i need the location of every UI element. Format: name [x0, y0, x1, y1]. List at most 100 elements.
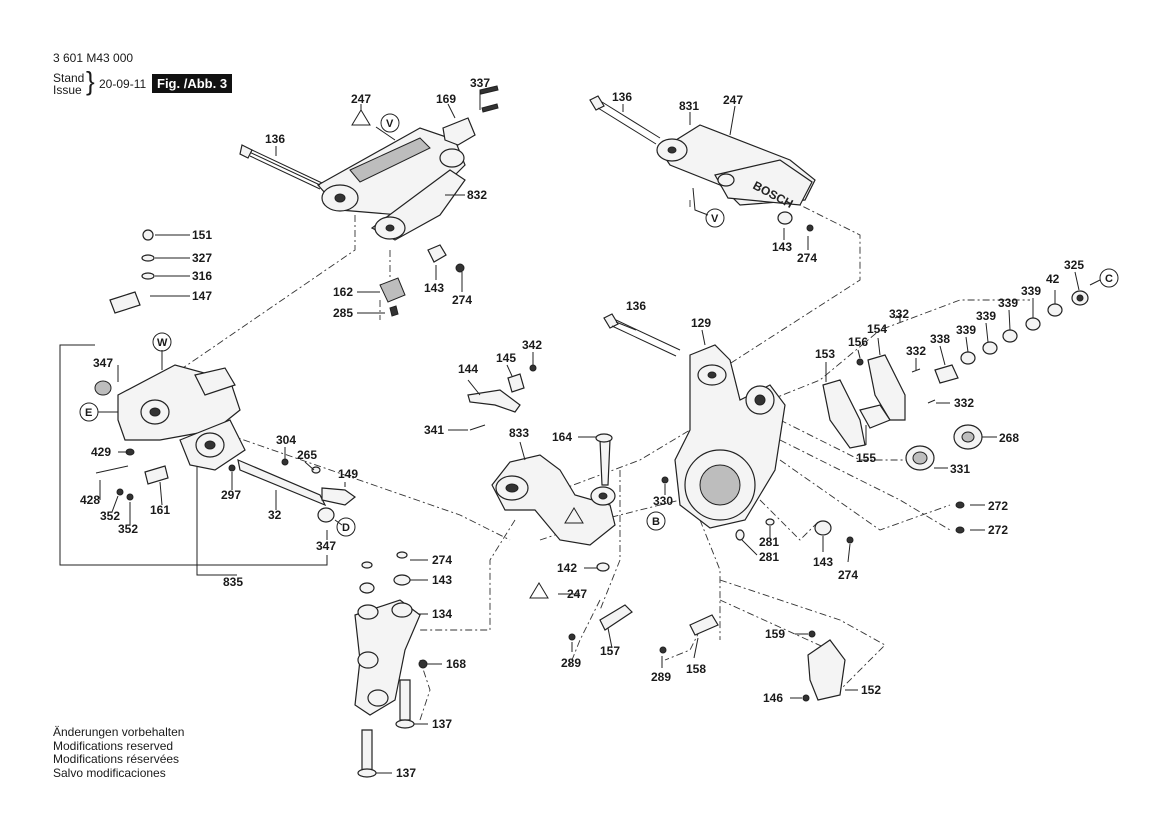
- callout-347-a: 347: [93, 356, 113, 370]
- callout-285: 285: [333, 306, 353, 320]
- callout-147: 147: [192, 289, 212, 303]
- callout-159: 159: [765, 627, 785, 641]
- note-french: Modifications réservées: [53, 752, 180, 766]
- callout-32: 32: [268, 508, 282, 522]
- modification-notes: Änderungen vorbehalten Modifications res…: [53, 725, 185, 780]
- callout-e: E: [85, 407, 92, 419]
- callout-146: 146: [763, 691, 783, 705]
- lower-small-parts: [568, 604, 846, 702]
- note-spanish: Salvo modificaciones: [53, 765, 166, 780]
- callout-v-b: V: [711, 213, 719, 225]
- callout-338: 338: [930, 332, 950, 346]
- callout-832: 832: [467, 188, 487, 202]
- callout-831: 831: [679, 99, 699, 113]
- middle-arm-833: [467, 364, 616, 572]
- leader-lines: [98, 90, 1101, 774]
- callout-272-b: 272: [988, 523, 1008, 537]
- callout-325: 325: [1064, 258, 1084, 272]
- note-german: Änderungen vorbehalten: [53, 725, 185, 739]
- callout-347-b: 347: [316, 539, 336, 553]
- callout-274-c: 274: [838, 568, 858, 582]
- callout-332-b: 332: [906, 344, 926, 358]
- assembly-lines: [179, 199, 1030, 721]
- callout-316: 316: [192, 269, 212, 283]
- callout-339-b: 339: [976, 309, 996, 323]
- callout-136-b: 136: [612, 90, 632, 104]
- callout-332-c: 332: [954, 396, 974, 410]
- callout-153: 153: [815, 347, 835, 361]
- callout-156: 156: [848, 335, 868, 349]
- circle-markers: [79, 113, 1119, 537]
- callout-134: 134: [432, 607, 452, 621]
- callout-143-a: 143: [424, 281, 444, 295]
- callout-154: 154: [867, 322, 887, 336]
- callout-labels: 247 V 169 337 832 136 151 327 316 147 16…: [80, 76, 1113, 780]
- callout-158: 158: [686, 662, 706, 676]
- callout-289-b: 289: [651, 670, 671, 684]
- callout-b: B: [652, 516, 660, 528]
- callout-274-b: 274: [797, 251, 817, 265]
- callout-341: 341: [424, 423, 444, 437]
- callout-297: 297: [221, 488, 241, 502]
- issue-label: Issue: [53, 83, 82, 97]
- callout-162: 162: [333, 285, 353, 299]
- main-housing-129: [603, 313, 854, 544]
- callout-161: 161: [150, 503, 170, 517]
- callout-272-a: 272: [988, 499, 1008, 513]
- callout-136-c: 136: [626, 299, 646, 313]
- callout-339-d: 339: [1021, 284, 1041, 298]
- callout-835: 835: [223, 575, 243, 589]
- issue-date: 20-09-11: [99, 77, 147, 91]
- callout-281-b: 281: [759, 550, 779, 564]
- callout-149: 149: [338, 467, 358, 481]
- callout-164: 164: [552, 430, 572, 444]
- callout-137-b: 137: [396, 766, 416, 780]
- callout-152: 152: [861, 683, 881, 697]
- lower-arm-134: [354, 551, 428, 778]
- callout-v-a: V: [386, 118, 394, 130]
- callout-143-d: 143: [432, 573, 452, 587]
- upper-right-arm-831: BOSCH: [589, 95, 816, 232]
- callout-142: 142: [557, 561, 577, 575]
- callout-169: 169: [436, 92, 456, 106]
- callout-155: 155: [856, 451, 876, 465]
- callout-352-b: 352: [118, 522, 138, 536]
- callout-339-a: 339: [956, 323, 976, 337]
- callout-247-a: 247: [351, 92, 371, 106]
- callout-129: 129: [691, 316, 711, 330]
- callout-247-b: 247: [723, 93, 743, 107]
- callout-145: 145: [496, 351, 516, 365]
- triangle-markers: [351, 109, 584, 599]
- callout-157: 157: [600, 644, 620, 658]
- callout-429: 429: [91, 445, 111, 459]
- callout-136-a: 136: [265, 132, 285, 146]
- callout-274-a: 274: [452, 293, 472, 307]
- callout-144: 144: [458, 362, 478, 376]
- callout-c: C: [1105, 273, 1113, 285]
- callout-304: 304: [276, 433, 296, 447]
- note-english: Modifications reserved: [53, 738, 174, 753]
- callout-274-d: 274: [432, 553, 452, 567]
- callout-327: 327: [192, 251, 212, 265]
- callout-w: W: [157, 337, 168, 349]
- callout-833: 833: [509, 426, 529, 440]
- callout-247-c: 247: [567, 587, 587, 601]
- callout-428: 428: [80, 493, 100, 507]
- callout-330: 330: [653, 494, 673, 508]
- callout-337: 337: [470, 76, 490, 90]
- upper-left-arm-832: [239, 85, 499, 317]
- callout-42: 42: [1046, 272, 1060, 286]
- callout-168: 168: [446, 657, 466, 671]
- callout-342: 342: [522, 338, 542, 352]
- stand-label: Stand: [53, 71, 85, 85]
- callout-281-a: 281: [759, 535, 779, 549]
- callout-352-a: 352: [100, 509, 120, 523]
- callout-331: 331: [950, 462, 970, 476]
- callout-268: 268: [999, 431, 1019, 445]
- callout-339-c: 339: [998, 296, 1018, 310]
- callout-332-a: 332: [889, 307, 909, 321]
- callout-d: D: [342, 522, 350, 534]
- brace-glyph: }: [86, 66, 95, 96]
- callout-151: 151: [192, 228, 212, 242]
